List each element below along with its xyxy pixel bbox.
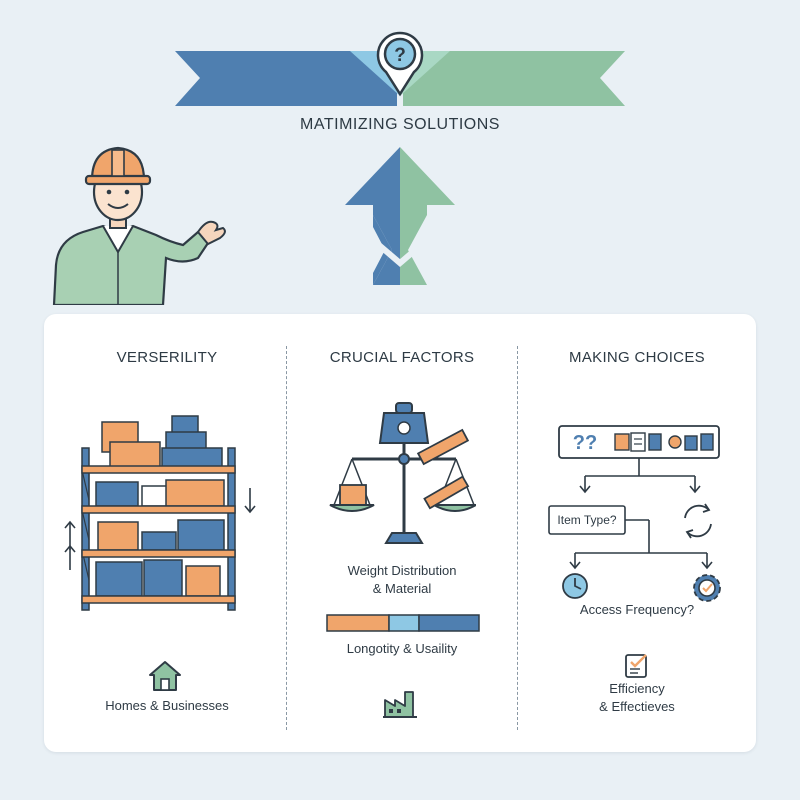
house-icon (149, 661, 181, 691)
gear-icon (693, 574, 721, 602)
efficiency-line2: & Effectieves (599, 699, 675, 714)
column-title-crucial-factors: CRUCIAL FACTORS (329, 349, 475, 366)
header-banner: ? (175, 31, 625, 106)
checklist-icon (625, 654, 647, 678)
question-icons: ?? (573, 432, 597, 454)
worker-illustration (52, 146, 226, 305)
decision-flow: ?? (548, 425, 721, 602)
scale-icon (329, 402, 476, 544)
efficiency-label: Efficiency & Effectieves (525, 680, 749, 716)
weight-distribution-label: Weight Distribution & Material (292, 562, 512, 598)
column-divider (517, 346, 518, 730)
weight-distribution-line1: Weight Distribution (347, 563, 457, 578)
column-title-versatility: VERSERILITY (116, 349, 218, 366)
column-divider (286, 346, 287, 730)
column-title-making-choices: MAKING CHOICES (569, 349, 705, 366)
longevity-label: Longotity & Usaility (346, 641, 458, 656)
clock-icon (562, 573, 588, 599)
up-arrow-icon (345, 147, 455, 285)
efficiency-line1: Efficiency (609, 681, 665, 696)
longevity-bar (326, 614, 480, 632)
shelf-illustration (64, 415, 256, 611)
page-title: MATIMIZING SOLUTIONS (300, 116, 500, 133)
question-pin-icon: ? (376, 31, 424, 97)
access-frequency-label: Access Frequency? (579, 602, 695, 617)
weight-distribution-line2: & Material (372, 581, 432, 596)
factory-icon (383, 691, 417, 718)
item-type-box: Item Type? (557, 513, 617, 527)
versatility-footer: Homes & Businesses (105, 698, 229, 713)
cycle-icon (684, 503, 712, 539)
pin-symbol: ? (394, 45, 406, 66)
